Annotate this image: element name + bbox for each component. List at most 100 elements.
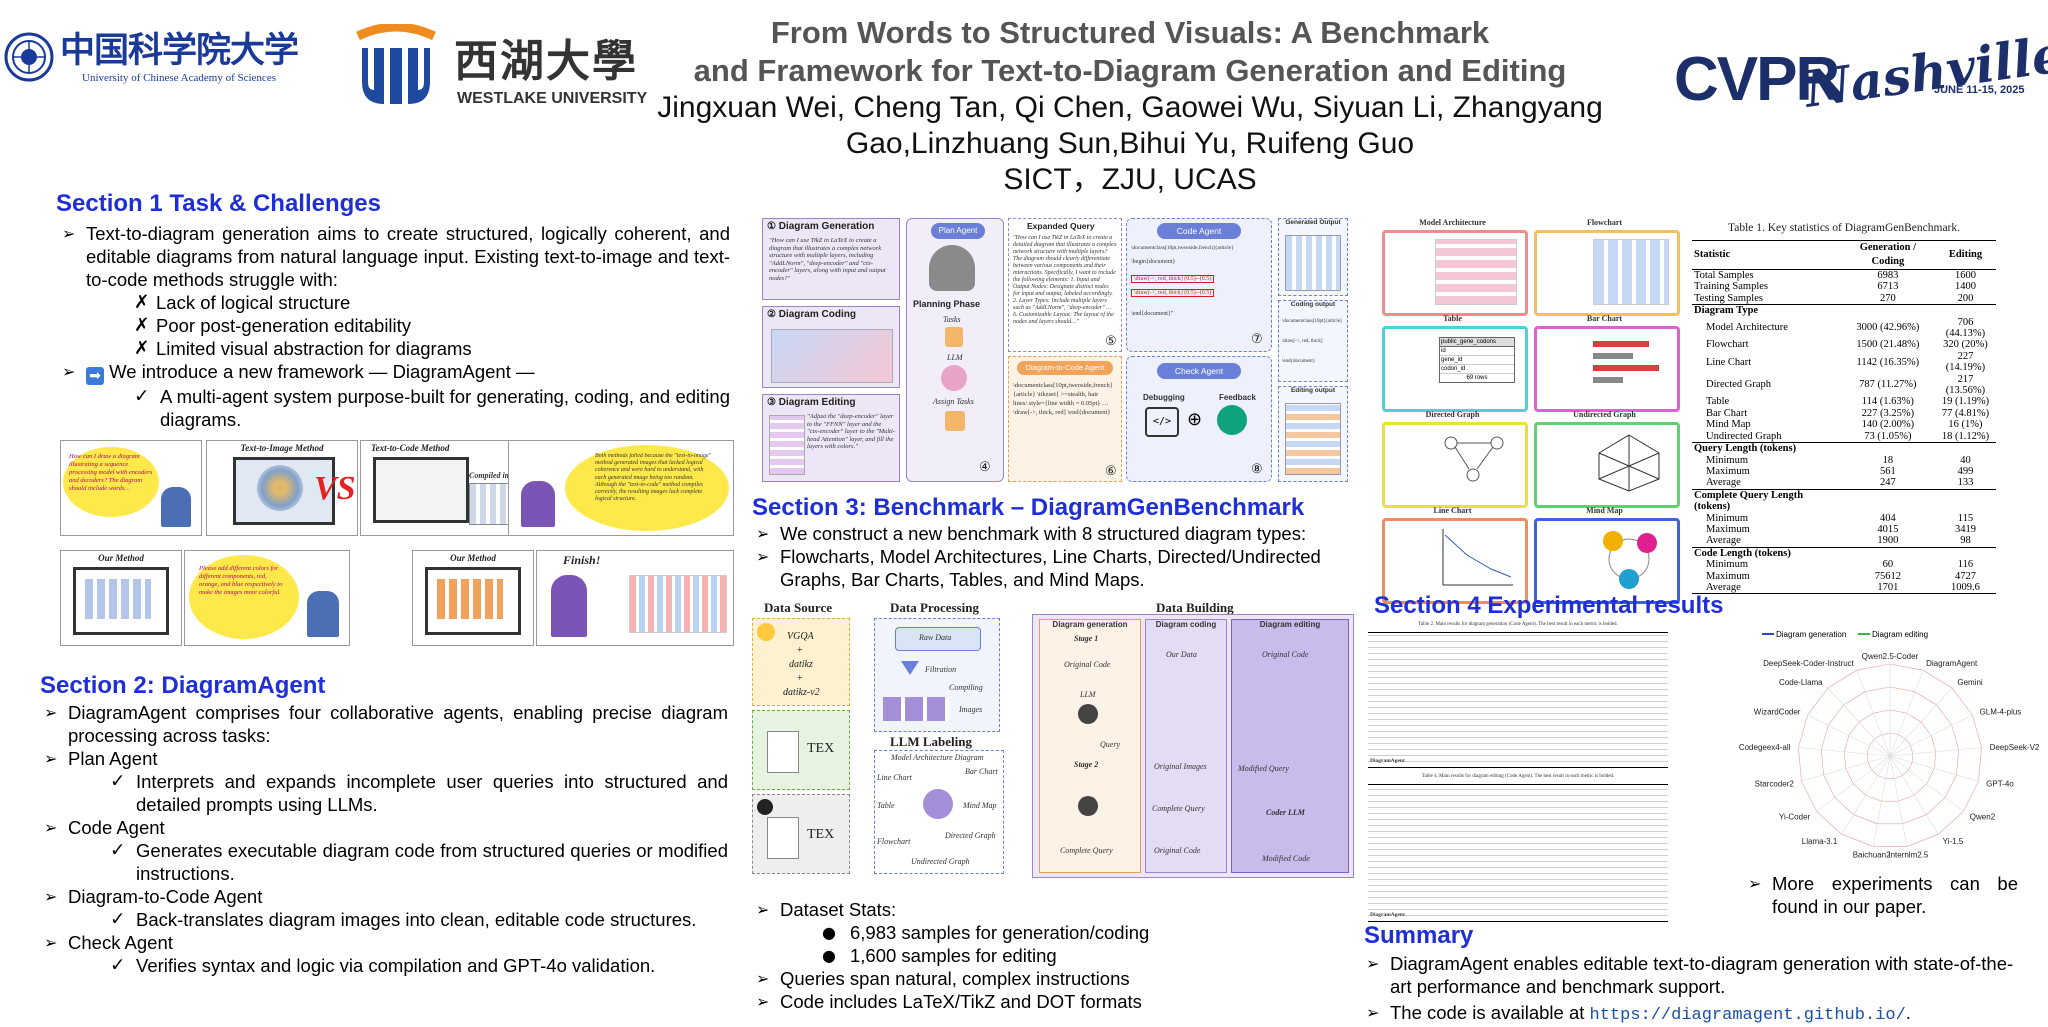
colored-diagram-image	[437, 579, 503, 619]
agent-name: Plan Agent	[44, 747, 728, 770]
section1-framework-intro: ➡ We introduce a new framework — Diagram…	[62, 360, 730, 385]
value-cell: 18	[1882, 454, 1894, 466]
value-cell: 200	[1957, 292, 1974, 304]
row-label-cell: Table	[1706, 396, 1730, 408]
output-title: Coding output	[1290, 301, 1336, 308]
westlake-name-cn: 西湖大學	[454, 36, 638, 87]
ucas-logo: 中国科学院大学 University of Chinese Academy of…	[4, 30, 299, 86]
table-header-cell: Statistic	[1692, 240, 1841, 270]
results-table-editing	[1368, 784, 1668, 922]
radar-axis-label: Baichuan2	[1853, 850, 1891, 859]
title-line-1: From Words to Structured Visuals: A Benc…	[770, 15, 1490, 50]
tex-label: TEX	[807, 741, 835, 756]
diagram-examples-grid: Model Architecture Flowchart Table publi…	[1380, 218, 1680, 604]
output-code: \end{document}	[1282, 359, 1316, 364]
example-title: Line Chart	[1433, 506, 1472, 515]
section3-bullet: We construct a new benchmark with 8 stru…	[756, 522, 1346, 545]
panel-title: Text-to-Code Method	[371, 443, 450, 453]
radar-spoke	[1872, 755, 1891, 847]
example-frame	[1382, 422, 1528, 508]
final-diagram-image	[629, 575, 727, 633]
radar-spoke	[1889, 755, 1908, 847]
item-label: Complete Query	[1152, 804, 1205, 813]
pipeline-title: Data Source	[764, 600, 833, 615]
example-frame: public_gene_codons id gene_id codon_id 6…	[1382, 326, 1528, 412]
radar-spoke	[1827, 687, 1891, 757]
radar-axis-label: Yi-1.5	[1943, 837, 1964, 846]
source-box-vgqa: VGQA + datikz + datikz-v2	[752, 618, 850, 706]
value-cell: 1009.6	[1934, 581, 1996, 595]
radar-axis-label: Codegeex4-all	[1739, 743, 1791, 752]
example-card: Flowchart	[1532, 218, 1680, 316]
radar-spoke	[1856, 670, 1891, 757]
value-cell: 16 (1%)	[1948, 419, 1983, 431]
building-col-title: Diagram generation	[1052, 620, 1128, 629]
radar-spoke	[1807, 714, 1891, 757]
more-experiments-text: More experiments can be found in our pap…	[1748, 872, 2018, 918]
radar-spoke	[1889, 755, 1979, 782]
stats-item: 6,983 samples for generation/coding	[822, 921, 1346, 944]
value-cell: 4727	[1954, 570, 1976, 582]
value-cell	[1840, 546, 1935, 560]
bubble-text: How can I draw a diagram illustrating a …	[69, 453, 153, 492]
clean-diagram-image	[85, 579, 151, 619]
edited-diagram-image	[1285, 403, 1341, 475]
item-label: Original Code	[1154, 846, 1201, 855]
planning-phase-label: Planning Phase	[913, 299, 981, 309]
example-card: Undirected Graph	[1532, 410, 1680, 508]
planning-phase-box: Plan Agent Planning Phase Tasks LLM Assi…	[906, 218, 1004, 482]
step-num: ⑥	[1105, 463, 1117, 478]
raw-data-label: Raw Data	[919, 633, 952, 642]
value-cell	[1840, 304, 1935, 317]
table-last-row: DiagramAgent	[1370, 912, 1405, 918]
stats-bullet: Queries span natural, complex instructio…	[756, 967, 1346, 990]
agent-desc: Interprets and expands incomplete user q…	[110, 770, 728, 816]
authors-line-1: Jingxuan Wei, Cheng Tan, Qi Chen, Gaowei…	[657, 91, 1603, 124]
table-row: Query Length (tokens)	[1692, 442, 1996, 455]
coding-diagram-image	[771, 329, 893, 383]
value-cell: 77 (4.81%)	[1941, 407, 1990, 419]
project-url-link[interactable]: https://diagramagent.github.io/	[1589, 1006, 1906, 1025]
llm-labeling-title: LLM Labeling	[890, 734, 972, 749]
radar-grid-ring	[1866, 732, 1914, 779]
value-cell: 98	[1960, 535, 1971, 547]
step-num: ⑧	[1251, 461, 1263, 476]
images-label: Images	[959, 705, 983, 714]
example-title: Mind Map	[1586, 506, 1623, 515]
mini-mind-map	[1603, 531, 1657, 589]
value-cell: 217 (13.56%)	[1945, 373, 1986, 397]
radar-spoke	[1841, 755, 1891, 835]
radar-svg: Qwen2.5-CoderDiagramAgentGeminiGLM-4-plu…	[1739, 630, 2047, 859]
gpt-logo-icon	[1078, 796, 1098, 816]
value-cell: 499	[1957, 465, 1974, 477]
d2c-agent-box: Diagram-to-Code Agent \documentclass[10p…	[1008, 356, 1122, 482]
value-cell: 18 (1.12%)	[1941, 430, 1990, 442]
table2-caption: Table 2. Main results for diagram genera…	[1418, 622, 1618, 627]
row-label-cell: Minimum	[1706, 512, 1749, 524]
radar-spoke	[1801, 755, 1891, 782]
building-col-generation: Diagram generation Stage 1 Original Code…	[1039, 619, 1141, 873]
section2-body: DiagramAgent comprises four collaborativ…	[44, 701, 728, 977]
value-cell: 114 (1.63%)	[1861, 396, 1914, 408]
plus-icon: ⊕	[1187, 409, 1203, 430]
table-cell: id	[1440, 347, 1514, 356]
row-label-cell: Total Samples	[1694, 270, 1754, 281]
stage-label: Stage 2	[1074, 760, 1099, 769]
source-plus: +	[797, 645, 803, 656]
value-cell: 227 (14.19%)	[1945, 350, 1986, 374]
feedback-label: Feedback	[1219, 393, 1256, 402]
speech-bubble	[63, 447, 159, 517]
example-thumb	[1593, 239, 1669, 305]
stats-item: 1,600 samples for editing	[822, 944, 1346, 967]
ucas-name-en: University of Chinese Academy of Science…	[82, 72, 276, 84]
radar-axis-label: DiagramAgent	[1926, 659, 1978, 668]
value-cell: 6983	[1877, 270, 1899, 281]
cvpr-city: Nashville	[1801, 24, 2048, 119]
radar-spoke	[1889, 714, 1973, 757]
example-card: Directed Graph	[1380, 410, 1528, 508]
